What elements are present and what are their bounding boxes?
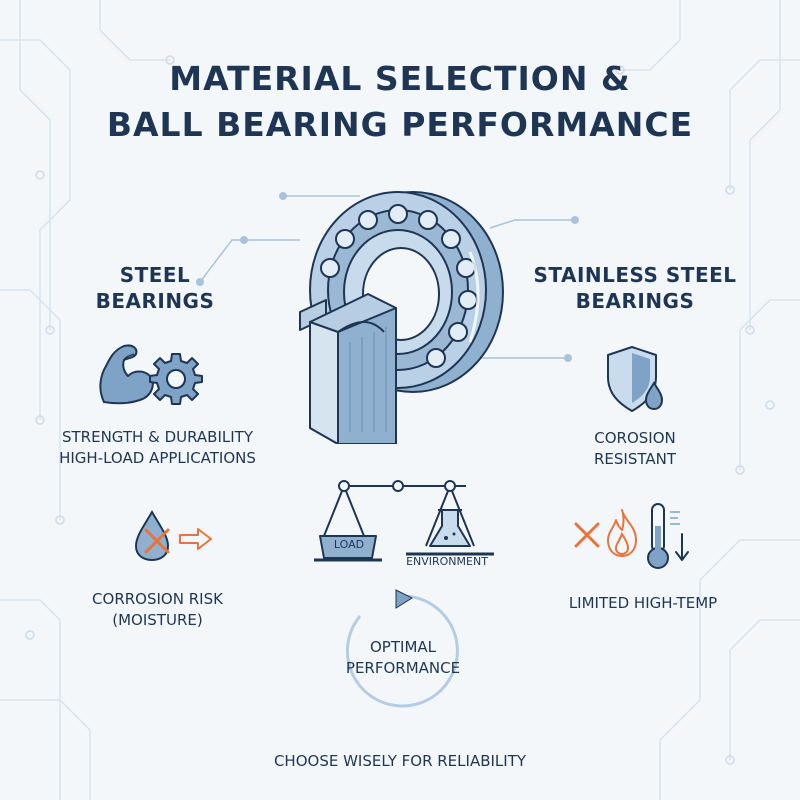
arrow-right-icon [179,528,212,550]
balance-scale-icon [314,480,494,562]
flexed-arm-icon [99,344,154,405]
steel-heading-line-2: BEARINGS [95,289,215,313]
title-line-2: BALL BEARING PERFORMANCE [106,105,694,144]
optimal-line-2: PERFORMANCE [345,659,461,677]
cross-icon [144,528,170,554]
flame-icon [607,509,637,557]
strength-line-2: HIGH-LOAD APPLICATIONS [59,449,256,467]
footer-tagline: CHOOSE WISELY FOR RELIABILITY [273,752,527,770]
corrosion-resistant-line-2: RESISTANT [593,450,676,468]
corrosion-risk-text: CORROSION RISK (MOISTURE) [70,589,245,631]
stainless-heading-line-1: STAINLESS STEEL [533,263,737,287]
gear-icon [149,353,203,405]
optimal-performance-text: OPTIMAL PERFORMANCE [340,637,466,679]
stainless-heading: STAINLESS STEEL BEARINGS [530,262,740,314]
corrosion-resistant-text: COROSION RESISTANT [560,428,710,470]
shield-icon [607,346,664,412]
thermometer-icon [647,503,689,569]
scale-label-load: LOAD [333,538,365,551]
strength-text: STRENGTH & DURABILITY HIGH-LOAD APPLICAT… [50,427,265,469]
cross-icon-right [574,522,600,548]
optimal-line-1: OPTIMAL [370,638,436,656]
corrosion-risk-line-2: (MOISTURE) [112,611,203,629]
corrosion-resistant-line-1: COROSION [594,429,676,447]
scale-label-environment: ENVIRONMENT [406,555,488,568]
title-line-1: MATERIAL SELECTION & [169,59,631,98]
steel-heading: STEEL BEARINGS [95,262,215,314]
page-title: MATERIAL SELECTION & BALL BEARING PERFOR… [0,56,800,148]
bearing-illustration [299,191,504,444]
strength-line-1: STRENGTH & DURABILITY [62,428,253,446]
corrosion-risk-line-1: CORROSION RISK [92,590,223,608]
cycle-arrow-icon [345,589,459,708]
limited-high-temp-text: LIMITED HIGH-TEMP [568,594,718,612]
steel-heading-line-1: STEEL [119,263,191,287]
stainless-heading-line-2: BEARINGS [575,289,695,313]
